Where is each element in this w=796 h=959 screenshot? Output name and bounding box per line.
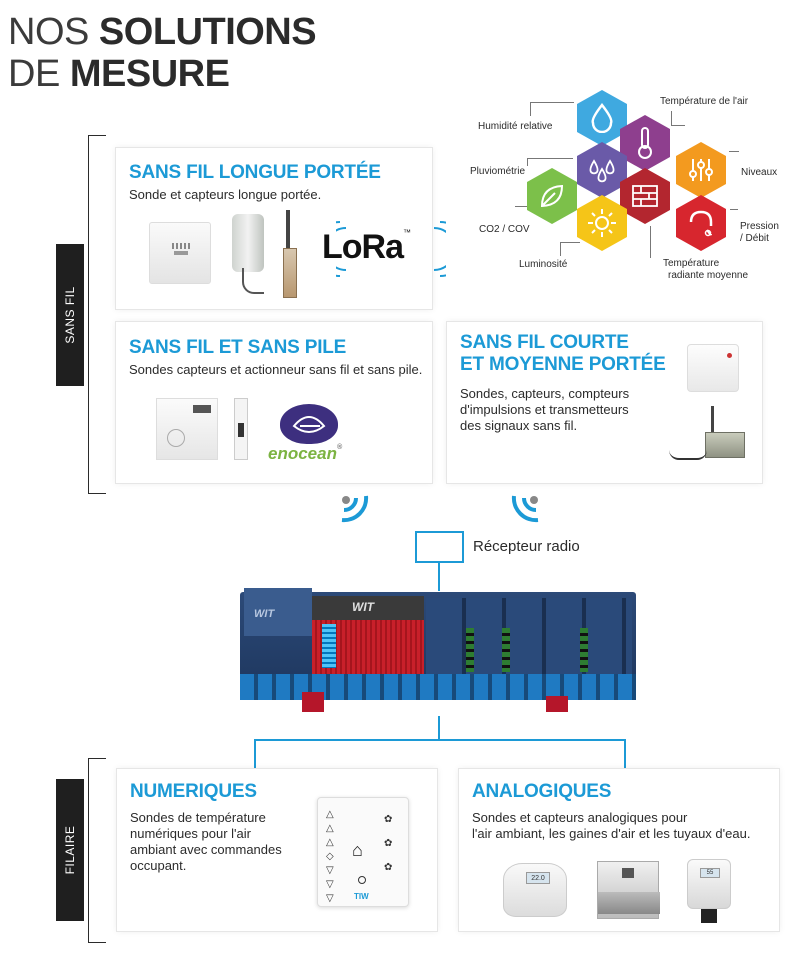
luminosity-sun-icon: [577, 195, 627, 251]
card-long-range: SANS FIL LONGUE PORTÉE Sonde et capteurs…: [115, 147, 446, 310]
lora-logo: LoRa™: [322, 228, 411, 266]
leader-levels: [729, 151, 739, 152]
label-humidity: Humidité relative: [478, 121, 553, 132]
transmitter-antenna: [711, 406, 714, 436]
numeric-control-panel-image: △△△◇▽▽▽ ✿✿✿ ⌂ TIW: [317, 797, 409, 907]
radiant-brick-icon: [620, 168, 670, 224]
wifi-signal-left-icon: [341, 495, 369, 523]
leader-air-temp: [671, 111, 672, 125]
enocean-thermostat-image: [156, 398, 218, 460]
page-title-line2: DE MESURE: [8, 53, 230, 95]
pipe-sensor-display: 55: [700, 868, 720, 878]
card-analog: ANALOGIQUES Sondes et capteurs analogiqu…: [458, 768, 780, 932]
card-long-range-text: Sonde et capteurs longue portée.: [129, 187, 322, 202]
cylinder-sensor-image: [232, 214, 264, 272]
label-air-temp: Température de l'air: [660, 96, 749, 107]
label-pressure-1: Pression: [740, 221, 779, 232]
label-radiant-1: Température: [663, 258, 720, 269]
temperature-icon: [620, 115, 670, 171]
wired-bracket: [88, 758, 106, 943]
co2-leaf-icon: [527, 168, 577, 224]
leader-rain: [527, 158, 528, 166]
card-short-range-text-2: d'impulsions et transmetteurs: [460, 402, 629, 417]
controller-brand-main: WIT: [352, 600, 374, 614]
wired-side-tab: FILAIRE: [56, 779, 84, 921]
card-short-range-text-1: Sondes, capteurs, compteurs: [460, 386, 630, 401]
card-numeric-title: NUMERIQUES: [130, 781, 257, 802]
label-radiant-2: radiante moyenne: [668, 270, 749, 281]
analog-room-sensor-image: 22.0: [503, 863, 567, 917]
leader-radiant: [650, 226, 651, 258]
wit-controller-image: WIT WIT: [240, 588, 636, 716]
title-thin-2: DE: [8, 53, 60, 95]
label-co2: CO2 / COV: [479, 224, 530, 235]
card-short-range-title-1: SANS FIL COURTE: [460, 332, 629, 353]
levels-icon: [676, 142, 726, 198]
leader-humidity-h: [530, 102, 574, 103]
board-image: [283, 248, 297, 298]
rain-icon: [577, 142, 627, 198]
card-numeric: NUMERIQUES Sondes de température numériq…: [116, 768, 438, 932]
wired-drop-left: [254, 739, 256, 768]
enocean-switch-image: [234, 398, 248, 460]
label-levels: Niveaux: [741, 167, 778, 178]
card-short-range-text-3: des signaux sans fil.: [460, 418, 578, 433]
card-no-battery-title: SANS FIL ET SANS PILE: [129, 337, 347, 358]
card-short-range: SANS FIL COURTE ET MOYENNE PORTÉE Sondes…: [446, 321, 763, 484]
transmitter-image: [705, 432, 745, 458]
page-title-line1: NOS SOLUTIONS: [8, 11, 317, 53]
pipe-sensor-gland: [701, 909, 717, 923]
wired-tab-label: FILAIRE: [63, 825, 77, 875]
card-no-battery: SANS FIL ET SANS PILE Sondes capteurs et…: [115, 321, 433, 484]
card-numeric-text-2: numériques pour l'air: [130, 826, 251, 841]
leader-co2: [515, 206, 527, 207]
lora-waves-icon: [336, 221, 446, 277]
wired-bus-line: [254, 739, 626, 741]
label-luminosity: Luminosité: [519, 259, 568, 270]
radio-receiver-label: Récepteur radio: [473, 538, 580, 555]
transmitter-cable: [669, 450, 707, 460]
wired-drop-right: [624, 739, 626, 768]
radio-receiver-box: [415, 531, 464, 563]
wireless-side-tab: SANS FIL: [56, 244, 84, 386]
receiver-connector: [438, 563, 440, 591]
leader-luminosity: [560, 242, 561, 256]
wireless-sensor-image: [687, 344, 739, 392]
controller-connector: [438, 716, 440, 740]
leader-air-temp-h: [671, 125, 685, 126]
sensor-cable: [242, 268, 264, 294]
panel-brand: TIW: [354, 892, 369, 901]
leader-humidity: [530, 102, 531, 116]
wifi-signal-right-icon: [511, 495, 539, 523]
card-long-range-title: SANS FIL LONGUE PORTÉE: [129, 162, 381, 183]
controller-brand-left: WIT: [254, 608, 275, 620]
analog-pipe-sensor-image: 55: [687, 859, 731, 909]
card-no-battery-text: Sondes capteurs et actionneur sans fil e…: [129, 362, 423, 377]
leader-pressure: [730, 209, 738, 210]
label-pressure-2: / Débit: [740, 233, 769, 244]
room-sensor-display: 22.0: [526, 872, 550, 884]
card-numeric-text-1: Sondes de température: [130, 810, 266, 825]
title-thin-1: NOS: [8, 11, 89, 53]
leader-rain-h: [527, 158, 573, 159]
humidity-icon: [577, 90, 627, 146]
card-analog-title: ANALOGIQUES: [472, 781, 612, 802]
antenna-image: [286, 210, 290, 250]
enocean-logo-text: enocean®: [268, 444, 343, 463]
pressure-icon: [676, 195, 726, 251]
leader-luminosity-h: [560, 242, 580, 243]
title-bold-2: MESURE: [69, 53, 230, 95]
enocean-logo-mark: [280, 404, 338, 444]
analog-duct-sensor-image: [597, 861, 660, 919]
card-short-range-title-2: ET MOYENNE PORTÉE: [460, 354, 666, 375]
card-numeric-text-3: ambiant avec commandes: [130, 842, 282, 857]
card-numeric-text-4: occupant.: [130, 858, 187, 873]
wireless-tab-label: SANS FIL: [63, 286, 77, 344]
lora-sensor-image: [149, 222, 211, 284]
title-bold-1: SOLUTIONS: [98, 11, 317, 53]
card-analog-text-1: Sondes et capteurs analogiques pour: [472, 810, 688, 825]
card-analog-text-2: l'air ambiant, les gaines d'air et les t…: [472, 826, 751, 841]
label-rain: Pluviométrie: [470, 166, 526, 177]
wireless-bracket: [88, 135, 106, 494]
